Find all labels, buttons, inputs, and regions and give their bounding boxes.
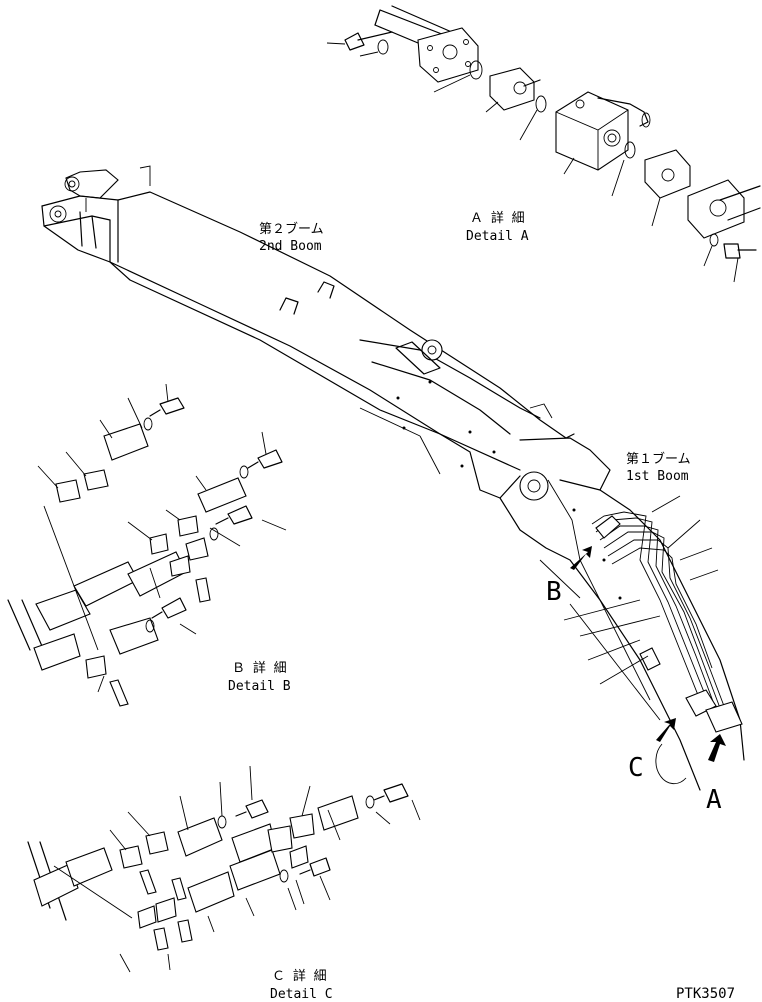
label-second-boom-en: 2nd Boom [259,239,322,254]
marker-b: B [546,577,562,607]
second-boom-drawing [41,165,745,791]
label-first-boom-jp: 第１ブーム [626,451,691,467]
detail-c-assembly [27,765,421,973]
detail-a-assembly [326,5,761,283]
label-detail-c-en: Detail C [270,987,333,1002]
label-detail-a-en: Detail A [466,229,529,244]
label-second-boom-jp: 第２ブーム [259,221,324,237]
drawing-number: PTK3507 [676,986,735,1002]
label-detail-c-jp: Ｃ 詳 細 [272,968,327,984]
label-detail-b-en: Detail B [228,679,291,694]
marker-c: C [628,753,644,783]
marker-a: A [706,785,722,815]
hose-bundle [539,495,743,785]
label-first-boom-en: 1st Boom [626,469,689,484]
label-detail-a-jp: Ａ 詳 細 [470,210,525,226]
label-detail-b-jp: Ｂ 詳 細 [232,660,287,676]
detail-b-assembly [7,383,287,707]
